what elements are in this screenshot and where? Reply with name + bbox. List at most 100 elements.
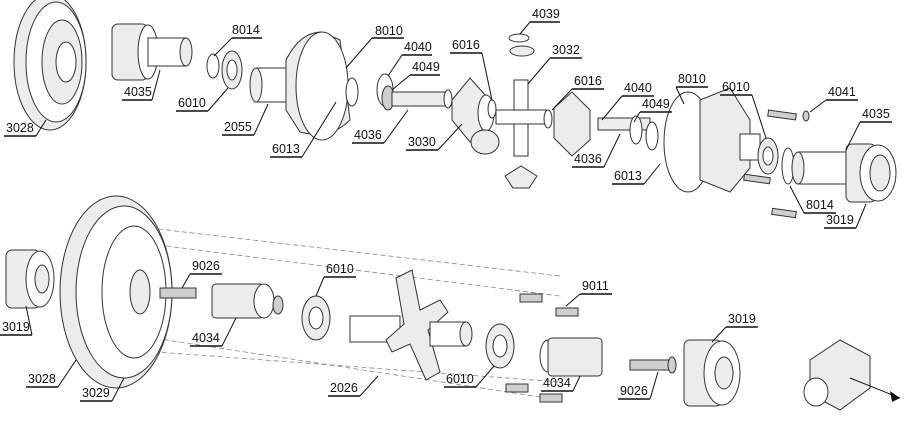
part-4041-screws	[743, 109, 810, 219]
label-6010-bottom-right-text: 6010	[446, 372, 474, 386]
part-2055-diff-case	[249, 31, 351, 141]
part-4035-right-outdrive	[791, 143, 897, 203]
label-6010-top: 6010	[176, 87, 229, 112]
alignment-guides	[129, 227, 561, 401]
part-4034-left-outdrive	[211, 283, 284, 319]
part-3028-top-pulley	[13, 0, 87, 131]
label-3030-text: 3030	[408, 135, 436, 149]
label-4040-right: 4040	[601, 81, 654, 121]
label-8010-right-text: 8010	[678, 72, 706, 86]
part-9011-screws	[505, 293, 579, 403]
label-6013-top-text: 6013	[272, 142, 300, 156]
label-9026-right-text: 9026	[620, 384, 648, 398]
label-6010-top-text: 6010	[178, 96, 206, 110]
part-6010-bottom-left-bearing	[301, 295, 331, 341]
label-9026-right: 9026	[618, 371, 659, 400]
label-4035-right: 4035	[845, 107, 892, 151]
label-4036-top: 4036	[352, 109, 409, 144]
label-4034-left-text: 4034	[192, 331, 220, 345]
label-4041-text: 4041	[828, 85, 856, 99]
label-6013-top: 6013	[270, 101, 337, 158]
label-4049-top-text: 4049	[412, 60, 440, 74]
label-6016-right-text: 6016	[574, 74, 602, 88]
part-3019-left-pulley	[5, 249, 55, 309]
label-6010-right: 6010	[720, 80, 767, 139]
label-6016-top-text: 6016	[452, 38, 480, 52]
label-6010-bottom-left: 6010	[315, 262, 356, 297]
label-8014-right: 8014	[789, 185, 836, 214]
label-6010-bottom-left-text: 6010	[326, 262, 354, 276]
label-9011-text: 9011	[582, 279, 609, 293]
label-6013-right-text: 6013	[614, 169, 642, 183]
part-9026-left-screw	[159, 287, 197, 299]
label-4040-right-text: 4040	[624, 81, 652, 95]
top-assembly	[13, 0, 897, 219]
part-3032-cross-pin-assembly	[470, 33, 547, 189]
part-4035-top-left-outdrive	[111, 23, 193, 81]
label-3028-top-text: 3028	[6, 121, 34, 135]
label-6010-bottom-right: 6010	[444, 365, 495, 388]
label-6016-top: 6016	[450, 38, 493, 101]
label-3019-left-text: 3019	[2, 320, 30, 334]
label-3019-bottom-right-text: 3019	[728, 312, 756, 326]
label-3032: 3032	[527, 43, 582, 85]
part-8010-right-case	[663, 87, 761, 193]
label-2055-text: 2055	[224, 120, 252, 134]
label-4035-right-text: 4035	[862, 107, 890, 121]
label-8014-top: 8014	[213, 23, 262, 57]
label-3019-bottom-right: 3019	[711, 312, 758, 343]
part-3028-3029-bottom-pulley	[59, 195, 173, 389]
label-3028-bottom-text: 3028	[28, 372, 56, 386]
label-9026-left: 9026	[181, 259, 222, 289]
label-4036-right: 4036	[572, 133, 621, 168]
label-2026: 2026	[328, 375, 379, 397]
label-4041: 4041	[809, 85, 858, 113]
label-3029: 3029	[80, 377, 125, 402]
label-8014-right-text: 8014	[806, 198, 834, 212]
label-3029-text: 3029	[82, 386, 110, 400]
label-3032-text: 3032	[552, 43, 580, 57]
label-3028-bottom: 3028	[26, 359, 77, 388]
part-4036-right-shaft	[597, 115, 659, 151]
label-3030: 3030	[406, 123, 463, 151]
label-4036-right-text: 4036	[574, 152, 602, 166]
assembled-diff-detail	[803, 339, 901, 411]
label-8010-top: 8010	[345, 24, 404, 69]
part-labels: 8014 8010 4039 4040 6016 3032 4049 4035	[0, 7, 892, 402]
label-6010-right-text: 6010	[722, 80, 750, 94]
label-6013-right: 6013	[612, 163, 661, 185]
label-4049-right: 4049	[633, 97, 672, 123]
label-4049-top: 4049	[391, 60, 440, 91]
label-4040-top: 4040	[387, 40, 432, 77]
label-3019-left: 3019	[0, 305, 33, 336]
label-3019-right-top-text: 3019	[826, 213, 854, 227]
part-right-bevel-gear	[553, 91, 591, 157]
label-4036-top-text: 4036	[354, 128, 382, 142]
part-3019-right-pulley	[683, 339, 741, 407]
label-2055: 2055	[222, 103, 269, 136]
label-3019-right-top: 3019	[824, 203, 867, 229]
label-4034-right: 4034	[541, 375, 581, 392]
label-4039: 4039	[519, 7, 560, 35]
part-9026-right-screw	[629, 356, 677, 374]
label-4034-left: 4034	[190, 317, 237, 347]
label-9026-left-text: 9026	[192, 259, 220, 273]
label-3028-top: 3028	[4, 119, 47, 137]
label-6016-right: 6016	[551, 74, 604, 111]
part-4034-right-outdrive	[539, 337, 603, 377]
label-4035-top-text: 4035	[124, 85, 152, 99]
part-4040-4049-rings	[345, 73, 395, 111]
part-6010-top-bearing	[206, 50, 243, 90]
label-8010-top-text: 8010	[375, 24, 403, 38]
label-8014-top-text: 8014	[232, 23, 260, 37]
part-6010-right-bearing	[757, 137, 779, 175]
label-4049-right-text: 4049	[642, 97, 670, 111]
label-8010-right: 8010	[675, 72, 708, 105]
label-4034-right-text: 4034	[543, 376, 571, 390]
part-6010-bottom-right-bearing	[485, 323, 515, 369]
label-4035-top: 4035	[122, 69, 161, 101]
label-4039-text: 4039	[532, 7, 560, 21]
label-4040-top-text: 4040	[404, 40, 432, 54]
part-2026-spool	[349, 269, 473, 381]
